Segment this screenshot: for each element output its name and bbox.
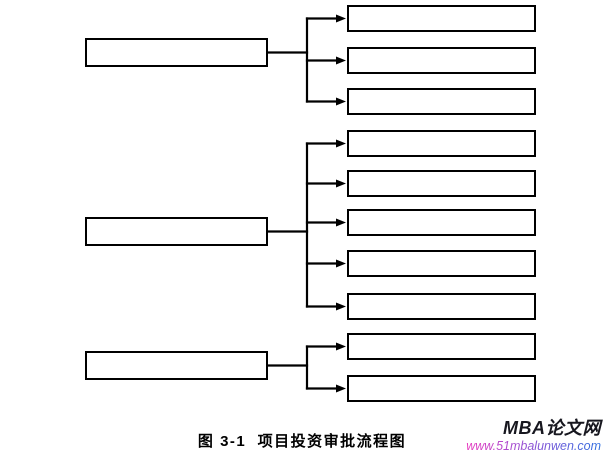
group-3-arrow-2-head (336, 384, 346, 393)
watermark-brand: MBA论文网 (503, 418, 601, 438)
right-box-g2-3 (347, 209, 536, 236)
right-box-g1-2 (347, 47, 536, 74)
right-box-g2-4 (347, 250, 536, 277)
group-2-arrow-4-head (336, 259, 346, 268)
right-box-g2-5 (347, 293, 536, 320)
group-2-arrow-3-head (336, 218, 346, 227)
watermark-url: www.51mbalunwen.com (466, 438, 601, 453)
group-3-arrow-1-head (336, 342, 346, 351)
group-1-arrow-1-head (336, 14, 346, 23)
right-box-g1-3 (347, 88, 536, 115)
group-1-arrow-2-head (336, 56, 346, 65)
group-2-arrow-1-head (336, 139, 346, 148)
left-box-2 (85, 217, 268, 246)
right-box-g3-1 (347, 333, 536, 360)
watermark: MBA论文网 www.51mbalunwen.com (466, 418, 601, 454)
right-box-g3-2 (347, 375, 536, 402)
left-box-1 (85, 38, 268, 67)
group-2-arrow-5-head (336, 302, 346, 311)
right-box-g2-2 (347, 170, 536, 197)
right-box-g2-1 (347, 130, 536, 157)
left-box-3 (85, 351, 268, 380)
group-2-arrow-2-head (336, 179, 346, 188)
group-1-arrow-3-head (336, 97, 346, 106)
right-box-g1-1 (347, 5, 536, 32)
figure-caption: 图 3-1 项目投资审批流程图 (197, 433, 407, 450)
